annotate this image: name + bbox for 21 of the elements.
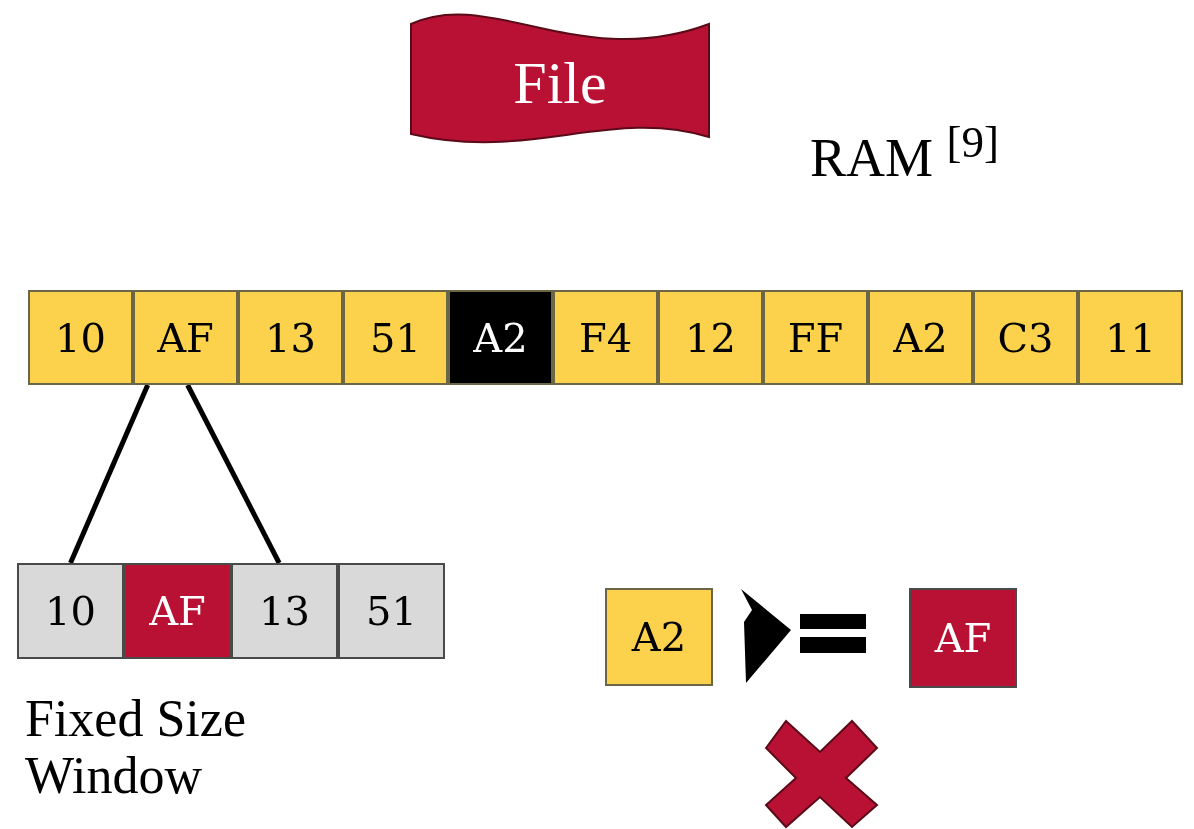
memory-cell: 10: [28, 290, 133, 385]
window-cell: 13: [231, 563, 338, 659]
memory-cell: AF: [133, 290, 238, 385]
value-box: AF: [909, 588, 1017, 688]
memory-label: RAM $^{[9]}$: [810, 118, 999, 189]
window-cell: 10: [17, 563, 124, 659]
value-box: A2: [605, 588, 713, 686]
window-cell: 51: [338, 563, 445, 659]
memory-cell: A2: [448, 290, 553, 385]
memory-cell: 13: [238, 290, 343, 385]
connector-line: [68, 384, 150, 564]
connector-line: [185, 383, 282, 565]
window-cell: AF: [124, 563, 231, 659]
caption-text: Fixed Size Window: [25, 690, 247, 805]
memory-cell: F4: [553, 290, 658, 385]
memory-cell: 51: [343, 290, 448, 385]
memory-cell: 12: [658, 290, 763, 385]
memory-cell: FF: [763, 290, 868, 385]
memory-cell: A2: [868, 290, 973, 385]
memory-cell: 11: [1078, 290, 1183, 385]
memory-cell: C3: [973, 290, 1078, 385]
